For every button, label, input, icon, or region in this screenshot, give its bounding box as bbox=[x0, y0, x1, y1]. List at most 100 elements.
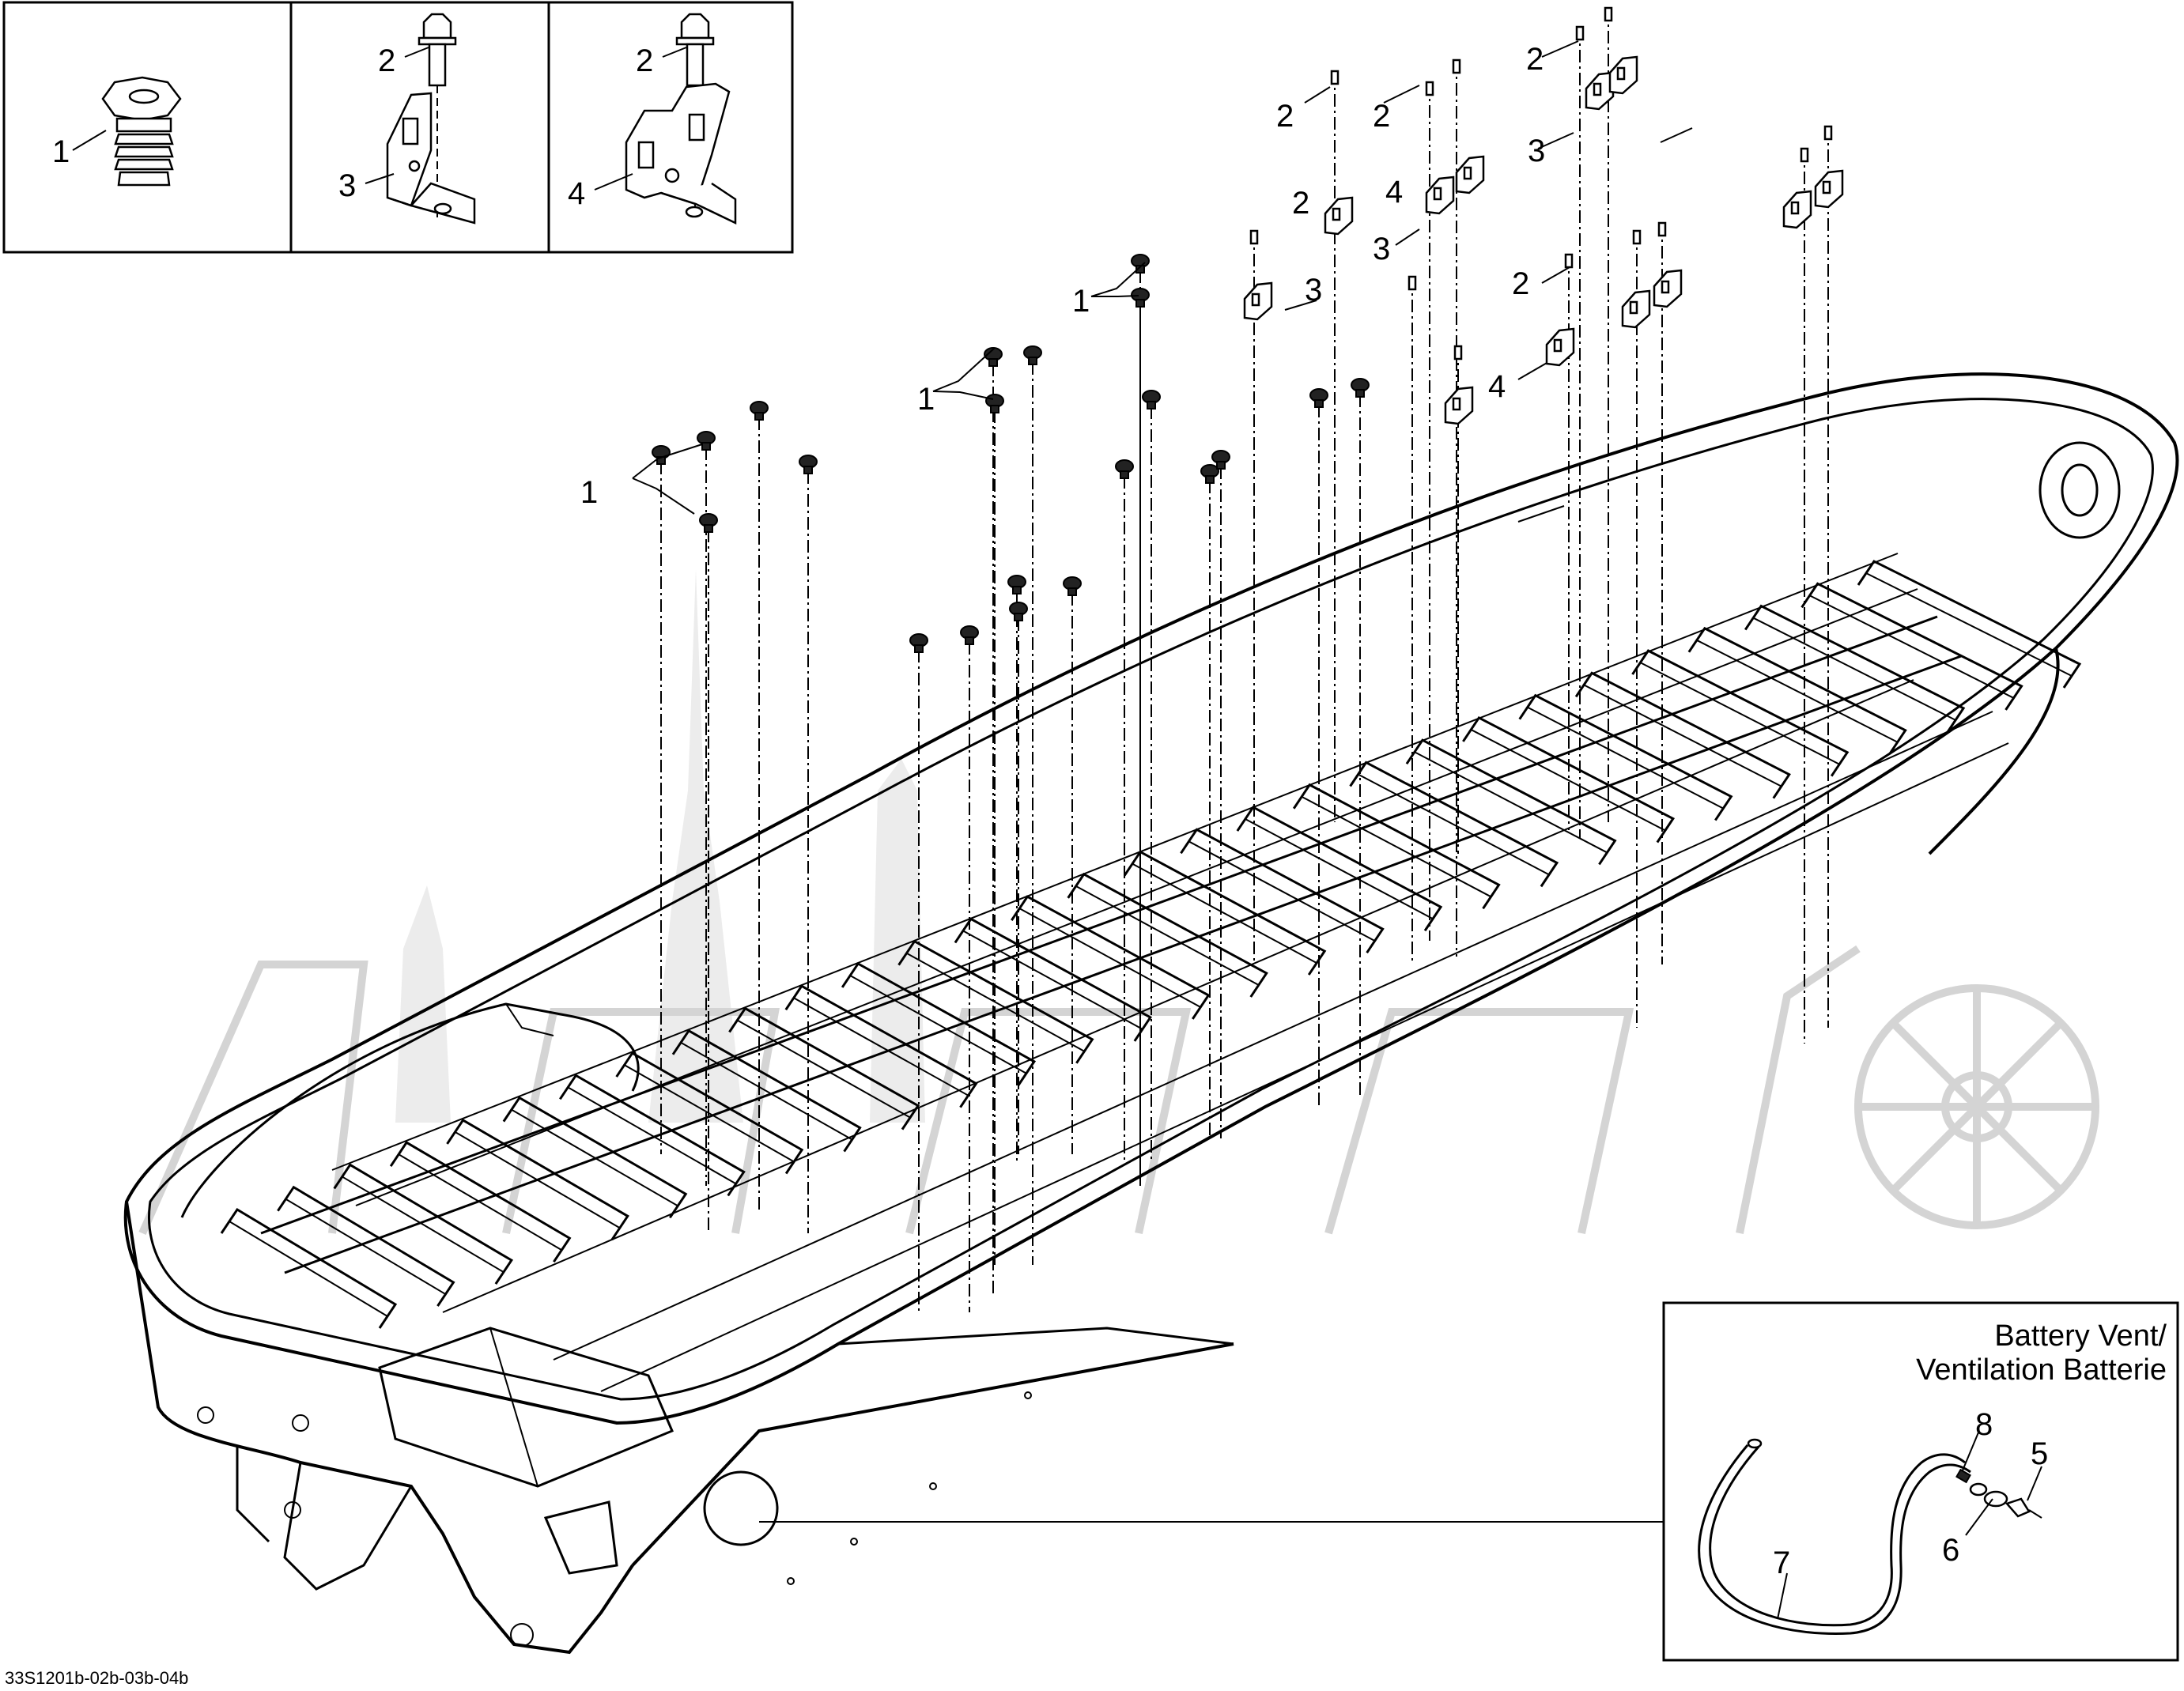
l-bracket-slot bbox=[1790, 201, 1800, 215]
push-rivet-shank bbox=[1135, 265, 1145, 274]
tub-rib bbox=[389, 1141, 572, 1263]
push-rivet-shank bbox=[1012, 586, 1022, 594]
inset-title-line1: Battery Vent/ bbox=[1994, 1319, 2167, 1353]
screw-bracket-detail-b bbox=[594, 13, 737, 225]
screw bbox=[1249, 229, 1259, 245]
tub-rib bbox=[1631, 649, 1850, 777]
callout-1: 1 bbox=[52, 134, 70, 169]
push-rivet-shank bbox=[965, 636, 974, 645]
l-bracket-slot bbox=[1629, 300, 1638, 315]
callout-2: 2 bbox=[1526, 42, 1544, 77]
l-bracket-slot bbox=[1616, 66, 1626, 81]
callout-5: 5 bbox=[2031, 1436, 2048, 1471]
callout-4: 4 bbox=[1385, 175, 1403, 209]
transverse-ribs bbox=[220, 560, 2082, 1329]
detail-boxes bbox=[2, 1, 794, 254]
tub-rib-edge bbox=[1640, 662, 1840, 765]
push-rivet-shank bbox=[1014, 613, 1023, 621]
tub-rib-edge bbox=[849, 975, 1027, 1074]
callout-3: 3 bbox=[1373, 232, 1390, 266]
push-rivet-shank bbox=[1135, 299, 1145, 308]
push-rivet-shank bbox=[1314, 399, 1324, 408]
screw bbox=[1632, 229, 1642, 245]
l-bracket-slot bbox=[1593, 82, 1602, 96]
callout-2: 2 bbox=[1276, 99, 1294, 134]
screw bbox=[1330, 70, 1339, 85]
tub-rib-edge bbox=[455, 1131, 621, 1229]
callout-2: 2 bbox=[1512, 266, 1529, 301]
tub-rib-edge bbox=[1583, 684, 1782, 787]
push-rivet-shank bbox=[1355, 389, 1365, 398]
rubber-stud-detail bbox=[72, 76, 182, 187]
tub-rib-edge bbox=[1414, 751, 1608, 854]
callout-4: 4 bbox=[1488, 369, 1506, 404]
screw bbox=[1564, 253, 1574, 269]
screw bbox=[1657, 221, 1667, 237]
battery-vent-inset bbox=[1662, 1301, 2179, 1662]
callout-2: 2 bbox=[378, 43, 395, 78]
tub-rib bbox=[671, 1029, 862, 1153]
tub-rib-edge bbox=[1752, 617, 1956, 721]
callout-6: 6 bbox=[1942, 1533, 1959, 1568]
tub-rib bbox=[1574, 671, 1791, 799]
callout-2: 2 bbox=[636, 43, 653, 78]
screw bbox=[1452, 59, 1461, 74]
callout-1: 1 bbox=[580, 475, 598, 510]
tub-rib-edge bbox=[1245, 818, 1434, 920]
push-rivet-shank bbox=[1205, 475, 1215, 484]
screw-bracket-detail-a bbox=[365, 13, 476, 225]
tub-rib-edge bbox=[1188, 840, 1376, 942]
tub-rib-edge bbox=[1132, 862, 1317, 964]
tub-rib-edge bbox=[736, 1019, 911, 1119]
l-bracket-slot bbox=[1822, 180, 1831, 194]
tub-rib-edge bbox=[1470, 729, 1666, 832]
callout-2: 2 bbox=[1373, 99, 1390, 134]
tub-rib-edge bbox=[680, 1041, 853, 1141]
push-rivet-shank bbox=[803, 466, 813, 474]
push-rivet-shank bbox=[990, 405, 999, 413]
callout-3: 3 bbox=[1528, 134, 1545, 168]
callout-3: 3 bbox=[338, 168, 356, 203]
tub-rib-edge bbox=[229, 1221, 388, 1317]
tub-rib-edge bbox=[398, 1153, 562, 1251]
drawing-code: 33S1201b-02b-03b-04b bbox=[5, 1668, 188, 1688]
tub-rib-edge bbox=[285, 1198, 446, 1295]
callout-7: 7 bbox=[1773, 1546, 1790, 1580]
leader-lines bbox=[632, 40, 1693, 1523]
brackets bbox=[1243, 55, 1844, 425]
l-bracket-slot bbox=[1553, 338, 1562, 353]
tub-rib-edge bbox=[1358, 773, 1550, 876]
push-rivet-shank bbox=[988, 358, 998, 367]
callout-1: 1 bbox=[1072, 284, 1090, 319]
tub-rib-edge bbox=[1018, 908, 1201, 1008]
l-bracket-slot bbox=[1463, 166, 1472, 180]
callout-1: 1 bbox=[917, 382, 935, 417]
fasteners bbox=[652, 6, 1833, 1312]
tub-rib bbox=[897, 939, 1094, 1064]
inset-title-line2: Ventilation Batterie bbox=[1916, 1353, 2167, 1387]
l-bracket-slot bbox=[1332, 207, 1341, 221]
tub-rib-edge bbox=[567, 1086, 737, 1185]
screw bbox=[1604, 6, 1613, 22]
push-rivet-shank bbox=[1216, 461, 1226, 470]
tub-rib-edge bbox=[1301, 795, 1491, 898]
tub-rib bbox=[954, 917, 1152, 1042]
callout-labels: 1 2 3 2 4 1 1 1 2 2 2 3 2 4 3 3 2 4 Batt… bbox=[5, 42, 2167, 1688]
push-rivet-shank bbox=[704, 524, 713, 533]
l-bracket-slot bbox=[1433, 187, 1442, 201]
push-rivet-shank bbox=[914, 644, 924, 653]
push-rivet-shank bbox=[754, 412, 764, 421]
tub-rib bbox=[1518, 693, 1733, 821]
callout-8: 8 bbox=[1975, 1407, 1993, 1442]
screw bbox=[1425, 81, 1434, 96]
push-rivet-shank bbox=[1147, 401, 1156, 410]
push-rivet-shank bbox=[1120, 470, 1129, 479]
tub-rib-edge bbox=[793, 997, 969, 1097]
screw bbox=[1408, 275, 1417, 291]
tub-rib-edge bbox=[1527, 706, 1724, 810]
screw bbox=[1575, 25, 1585, 41]
l-bracket-slot bbox=[1661, 280, 1670, 294]
tub-rib-edge bbox=[511, 1108, 678, 1207]
tub-rib bbox=[277, 1185, 455, 1307]
